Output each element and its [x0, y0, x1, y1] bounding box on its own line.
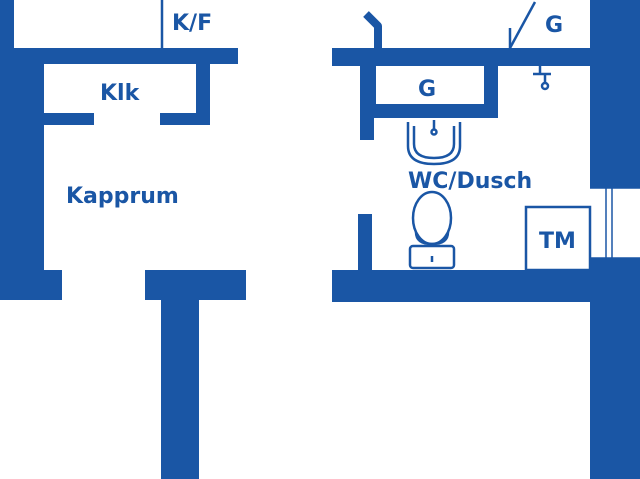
washing-machine-box [524, 205, 592, 272]
window-right [590, 187, 640, 259]
wall-wc-left-upper [360, 104, 374, 140]
wall-g-bottom [360, 104, 498, 118]
wall-right-outer-bottom [590, 258, 640, 479]
wall-g-left [360, 48, 376, 110]
wall-wc-left-lower [358, 214, 372, 276]
wall-bottom-right-horizontal [332, 270, 592, 302]
wall-left-outer [0, 48, 44, 300]
room-label-tm: TM [539, 229, 576, 254]
toilet-icon [408, 190, 456, 270]
room-label-kapprum: Kapprum [66, 184, 179, 209]
room-label-g-upper: G [545, 13, 563, 38]
vent-pipe-icon [363, 11, 382, 48]
wall-top-right-horizontal-right [464, 48, 594, 66]
wall-left-top-stub [0, 0, 14, 48]
sink-icon [406, 120, 462, 166]
room-label-g-lower: G [418, 77, 436, 102]
wall-left-bottom-stub [0, 270, 62, 300]
wall-column-bottom [161, 270, 199, 479]
wall-right-outer-top [590, 0, 640, 188]
wall-faucet-icon [533, 66, 551, 91]
g-upper-closet-diagonal [508, 1, 537, 49]
room-label-klk: Klk [100, 81, 141, 106]
room-label-wc-dusch: WC/Dusch [408, 169, 532, 194]
wall-top-right-horizontal-left [332, 48, 464, 66]
wall-klk-bottom-left [40, 113, 94, 125]
room-label-kf: K/F [172, 11, 212, 36]
wall-top-left-horizontal [0, 48, 238, 64]
wall-klk-right [196, 60, 210, 125]
